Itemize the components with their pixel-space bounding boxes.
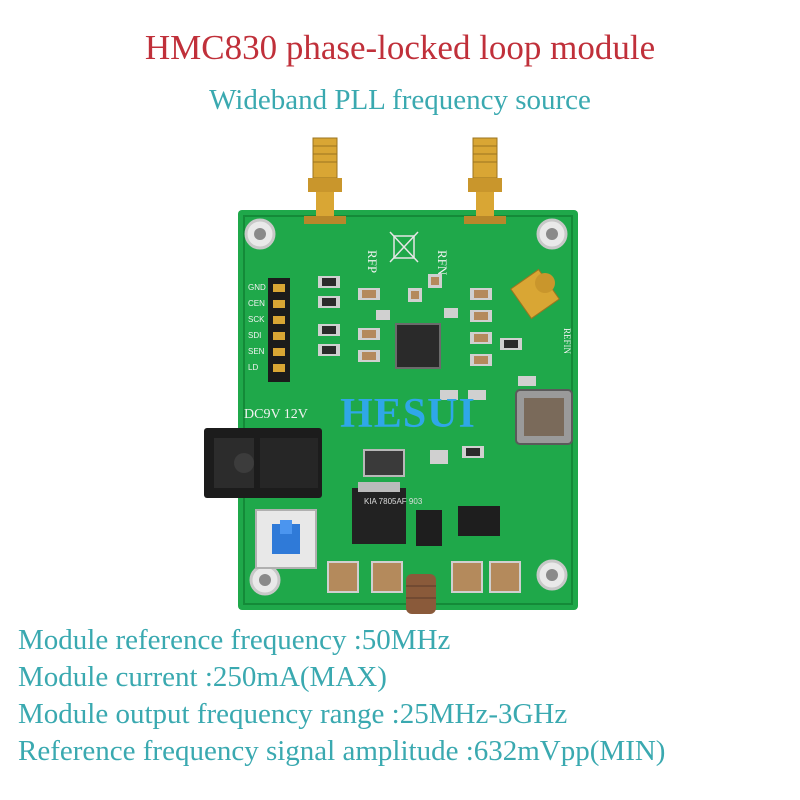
spec-signal-amplitude: Reference frequency signal amplitude :63… <box>18 735 666 767</box>
svg-text:SDI: SDI <box>248 331 261 340</box>
mounting-holes <box>244 218 568 596</box>
sma-connector-rfn <box>464 137 506 224</box>
pin-header <box>268 278 290 382</box>
smd-components <box>318 274 536 464</box>
small-ic-2 <box>458 506 500 536</box>
small-ic-1 <box>416 510 442 546</box>
svg-text:SCK: SCK <box>248 315 265 324</box>
label-power: DC9V 12V <box>244 407 308 422</box>
svg-text:KIA 7805AF 903: KIA 7805AF 903 <box>364 497 423 506</box>
svg-text:LD: LD <box>248 363 258 372</box>
spec-list: Module reference frequency :50MHz Module… <box>18 622 788 770</box>
pin-labels: GND CEN SCK SDI SEN LD <box>248 283 266 372</box>
spec-reference-frequency: Module reference frequency :50MHz <box>18 624 451 656</box>
pcb-illustration: RFP RFN REFIN GND CEN SCK SDI SEN LD <box>204 137 578 614</box>
svg-text:GND: GND <box>248 283 266 292</box>
weee-symbol <box>389 231 419 263</box>
pll-board-photo: RFP RFN REFIN GND CEN SCK SDI SEN LD <box>200 128 600 618</box>
watermark-logo: HESUI <box>340 391 476 437</box>
sma-connector-rfp <box>304 137 346 224</box>
sma-connector-refin <box>510 268 560 320</box>
spec-output-range: Module output frequency range :25MHz-3GH… <box>18 698 568 730</box>
radial-inductor <box>406 574 436 614</box>
inductor-block <box>363 449 405 477</box>
voltage-regulator: KIA 7805AF 903 <box>352 482 423 544</box>
power-switch <box>255 509 317 569</box>
hmc830-chip <box>395 323 441 369</box>
svg-text:SEN: SEN <box>248 347 265 356</box>
label-rfp: RFP <box>365 250 380 273</box>
label-refin: REFIN <box>562 328 572 355</box>
bottom-components <box>327 561 521 593</box>
page-subtitle: Wideband PLL frequency source <box>209 84 591 116</box>
page-title: HMC830 phase-locked loop module <box>144 28 656 67</box>
dc-power-jack <box>204 428 322 498</box>
label-rfn: RFN <box>435 250 450 276</box>
svg-text:CEN: CEN <box>248 299 265 308</box>
spec-module-current: Module current :250mA(MAX) <box>18 661 387 693</box>
